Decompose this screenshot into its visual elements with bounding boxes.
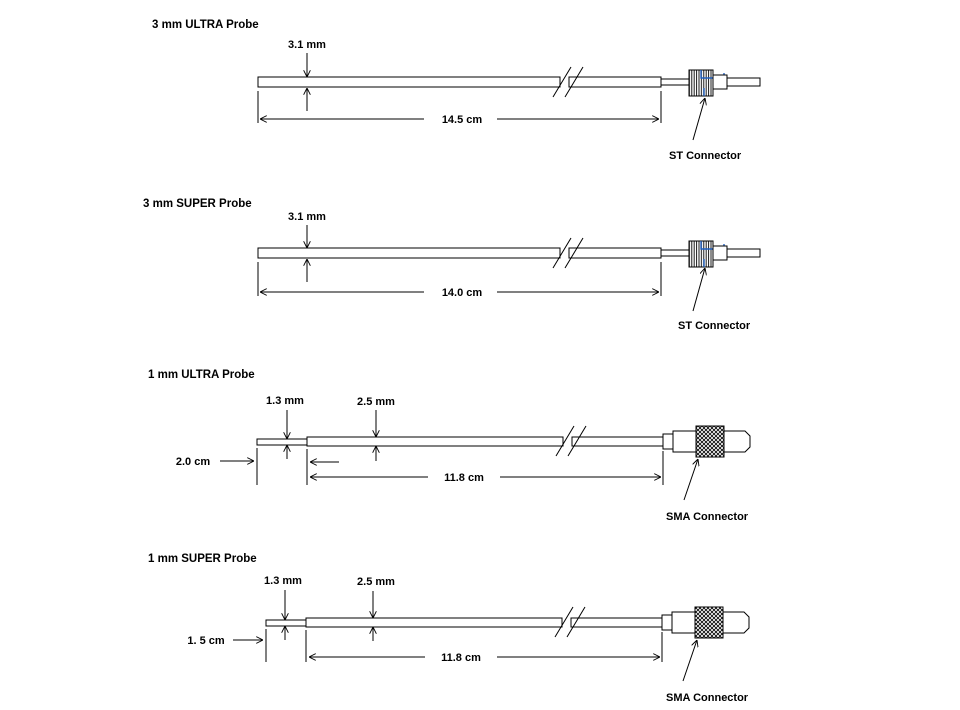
sma-connector: [661, 606, 750, 639]
length-label: 14.5 cm: [442, 114, 483, 126]
tip-length-dimension: [220, 448, 339, 485]
tip-diameter-label: 1.3 mm: [264, 575, 302, 587]
tip-diameter-label: 1.3 mm: [266, 395, 304, 407]
length-label: 14.0 cm: [442, 287, 483, 299]
probe-title: 3 mm SUPER Probe: [143, 198, 252, 210]
diameter-label: 3.1 mm: [288, 211, 326, 223]
probe-1mm-ultra: 1 mm ULTRA Probe 1.3 mm 2.5 mm: [148, 369, 751, 523]
probe-title: 1 mm SUPER Probe: [148, 553, 257, 565]
probe-body: [265, 606, 663, 638]
probe-body: [256, 425, 664, 457]
connector-label: SMA Connector: [666, 511, 749, 523]
probe-3mm-super: 3 mm SUPER Probe 3.1 mm 14.0 cm: [143, 198, 761, 332]
probe-title: 3 mm ULTRA Probe: [152, 19, 259, 31]
length-dimension: [257, 91, 662, 123]
connector-pointer: [692, 268, 705, 312]
length-label: 11.8 cm: [441, 652, 481, 664]
connector-pointer: [692, 98, 705, 141]
st-connector: [660, 240, 761, 268]
length-dimension: [309, 632, 663, 662]
tip-length-label: 1. 5 cm: [187, 635, 225, 647]
probe-1mm-super: 1 mm SUPER Probe 1.3 mm 2.5 mm: [148, 553, 750, 704]
length-dimension: [310, 451, 664, 485]
tip-length-label: 2.0 cm: [176, 456, 210, 468]
connector-label: ST Connector: [678, 320, 751, 332]
body-diameter-label: 2.5 mm: [357, 396, 395, 408]
sma-connector: [662, 425, 751, 458]
tip-length-dimension: [233, 629, 307, 662]
probe-3mm-ultra: 3 mm ULTRA Probe 3.1 mm 14.5 cm: [152, 19, 761, 162]
connector-label: SMA Connector: [666, 692, 749, 704]
length-label: 11.8 cm: [444, 472, 484, 484]
connector-label: ST Connector: [669, 150, 742, 162]
probe-body: [257, 237, 662, 269]
probe-title: 1 mm ULTRA Probe: [148, 369, 255, 381]
length-dimension: [257, 262, 662, 296]
diameter-label: 3.1 mm: [288, 39, 326, 51]
connector-pointer: [682, 640, 697, 682]
st-connector: [660, 69, 761, 97]
body-diameter-label: 2.5 mm: [357, 576, 395, 588]
connector-pointer: [683, 459, 698, 501]
probe-body: [257, 66, 662, 98]
